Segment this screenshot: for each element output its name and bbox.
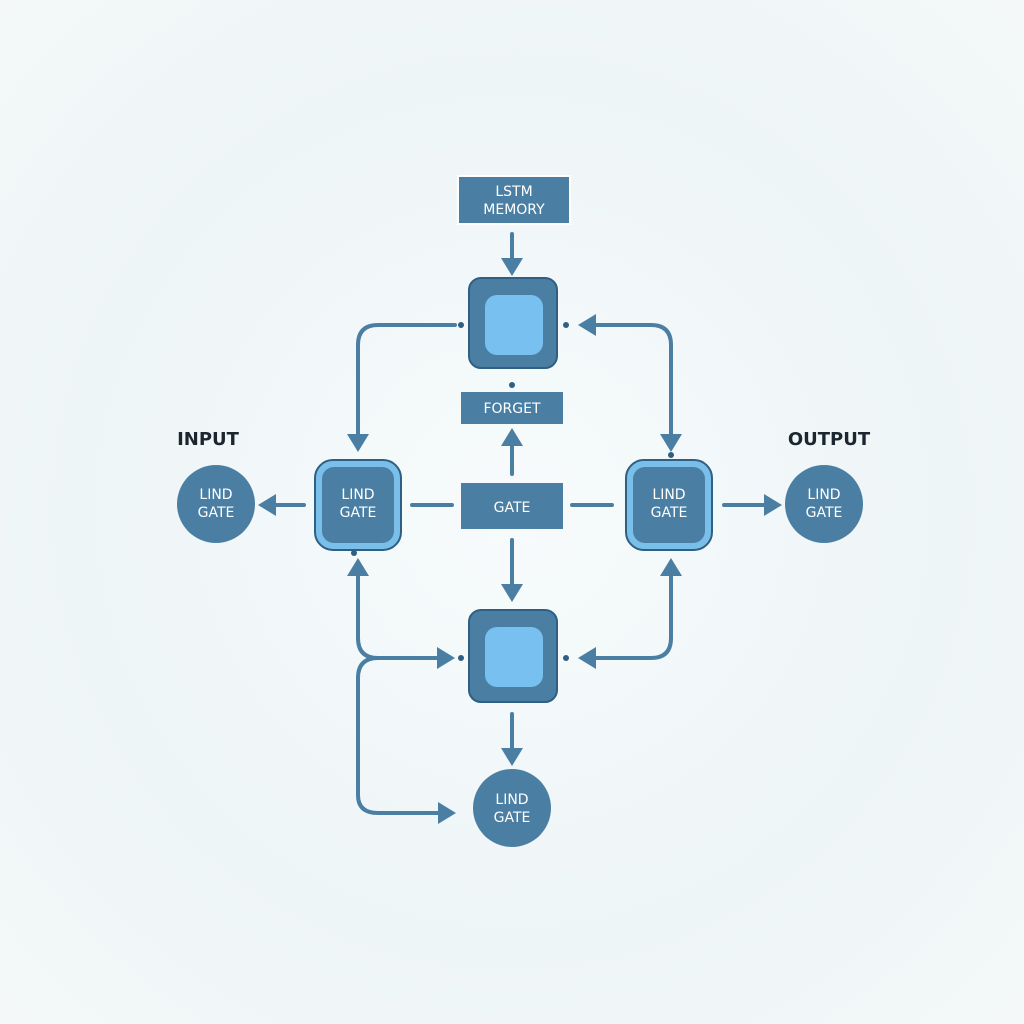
edge-top-cell-to-left-box <box>356 323 457 442</box>
right-gate-box: LIND GATE <box>625 459 713 551</box>
dot-right-box-top <box>668 452 674 458</box>
arrowhead-left-box-top <box>347 434 369 452</box>
arrowhead-bottom-cell-left <box>437 647 455 669</box>
edge-bottom-right-loop <box>590 572 673 660</box>
input-gate-circle: LIND GATE <box>177 465 255 543</box>
output-gate-circle: LIND GATE <box>785 465 863 543</box>
lstm-memory-label-line2: MEMORY <box>483 202 545 218</box>
input-title: INPUT <box>177 429 240 450</box>
dot-left-box-bottom <box>351 550 357 556</box>
right-box-label-line2: GATE <box>651 505 688 521</box>
output-title: OUTPUT <box>788 429 871 450</box>
lstm-memory-label-line1: LSTM <box>495 184 532 200</box>
arrowhead-left-box-bottom <box>347 558 369 576</box>
arrowhead-top-cell-right <box>578 314 596 336</box>
arrowhead-right-box-bottom <box>660 558 682 576</box>
arrowhead-output <box>764 494 782 516</box>
input-circle-label-line2: GATE <box>198 505 235 521</box>
forget-label: FORGET <box>483 401 540 417</box>
dot-bottom-cell-left <box>458 655 464 661</box>
edges <box>258 232 782 824</box>
arrowhead-top-cell <box>501 258 523 276</box>
input-circle-label-line1: LIND <box>199 487 232 503</box>
arrowhead-forget <box>501 428 523 446</box>
lstm-memory-node: LSTM MEMORY <box>457 175 571 225</box>
dot-bottom-cell-right <box>563 655 569 661</box>
edge-bottom-left-loop <box>356 572 442 660</box>
left-box-label-line2: GATE <box>340 505 377 521</box>
edge-right-box-to-top-cell <box>590 323 673 442</box>
bottom-gate-circle: LIND GATE <box>473 769 551 847</box>
bottom-circle-label-line2: GATE <box>494 810 531 826</box>
dot-top-cell-bottom <box>509 382 515 388</box>
arrowhead-bottom-gate-left <box>438 802 456 824</box>
bottom-cell-node <box>468 609 558 703</box>
connection-dots <box>351 322 674 661</box>
output-circle-label-line1: LIND <box>807 487 840 503</box>
edge-left-to-bottom-gate <box>356 656 442 815</box>
forget-node: FORGET <box>461 392 563 424</box>
arrowhead-input <box>258 494 276 516</box>
left-gate-box: LIND GATE <box>314 459 402 551</box>
top-cell-node <box>468 277 558 369</box>
dot-top-cell-right <box>563 322 569 328</box>
output-circle-label-line2: GATE <box>806 505 843 521</box>
arrowhead-bottom-gate <box>501 748 523 766</box>
gate-label: GATE <box>494 500 531 516</box>
bottom-circle-label-line1: LIND <box>495 792 528 808</box>
arrowhead-bottom-cell <box>501 584 523 602</box>
arrowhead-bottom-cell-right <box>578 647 596 669</box>
arrowhead-right-box-top <box>660 434 682 452</box>
dot-top-cell-left <box>458 322 464 328</box>
gate-node: GATE <box>461 483 563 529</box>
left-box-label-line1: LIND <box>341 487 374 503</box>
right-box-label-line1: LIND <box>652 487 685 503</box>
